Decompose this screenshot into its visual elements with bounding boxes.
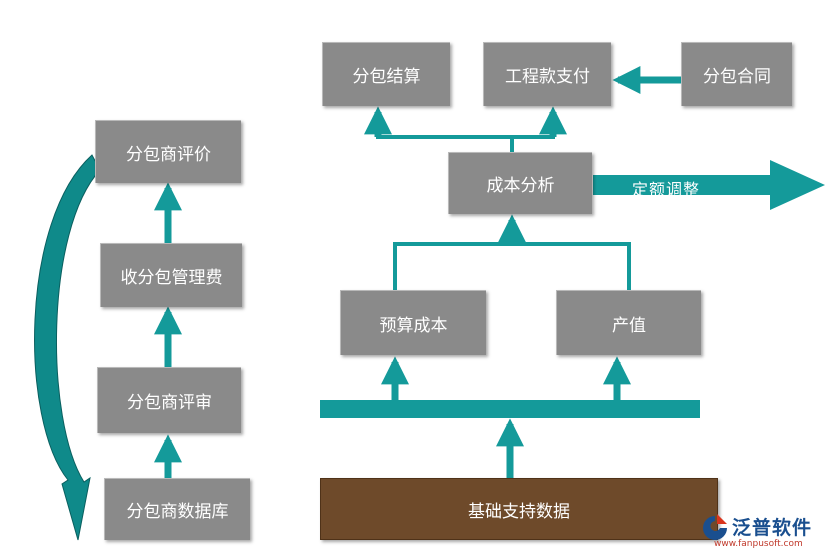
connector-cost-split xyxy=(376,128,555,139)
loop-arrow-curve xyxy=(34,154,101,541)
box-cost-analysis: 成本分析 xyxy=(448,152,592,214)
data-bus-bar xyxy=(320,400,700,418)
fanpu-logo: 泛普软件 www.fanpusoft.com xyxy=(700,513,825,555)
box-sub-settlement: 分包结算 xyxy=(322,42,450,106)
quota-adjust-arrow xyxy=(593,160,825,210)
box-base-data: 基础支持数据 xyxy=(320,478,718,540)
logo-url: www.fanpusoft.com xyxy=(714,539,803,549)
box-sub-evaluation: 分包商评价 xyxy=(95,120,241,183)
box-sub-review: 分包商评审 xyxy=(97,367,241,433)
box-sub-contract: 分包合同 xyxy=(681,42,792,106)
box-sub-database: 分包商数据库 xyxy=(104,478,250,540)
logo-name: 泛普软件 xyxy=(732,517,813,539)
box-output-value: 产值 xyxy=(556,290,701,355)
logo-icon xyxy=(703,514,727,540)
connector-budget-output-join xyxy=(393,242,631,290)
box-budget-cost: 预算成本 xyxy=(340,290,486,355)
box-mgmt-fee: 收分包管理费 xyxy=(100,243,242,307)
box-project-payment: 工程款支付 xyxy=(483,42,611,106)
quota-adjust-label: 定额调整 xyxy=(632,180,701,199)
